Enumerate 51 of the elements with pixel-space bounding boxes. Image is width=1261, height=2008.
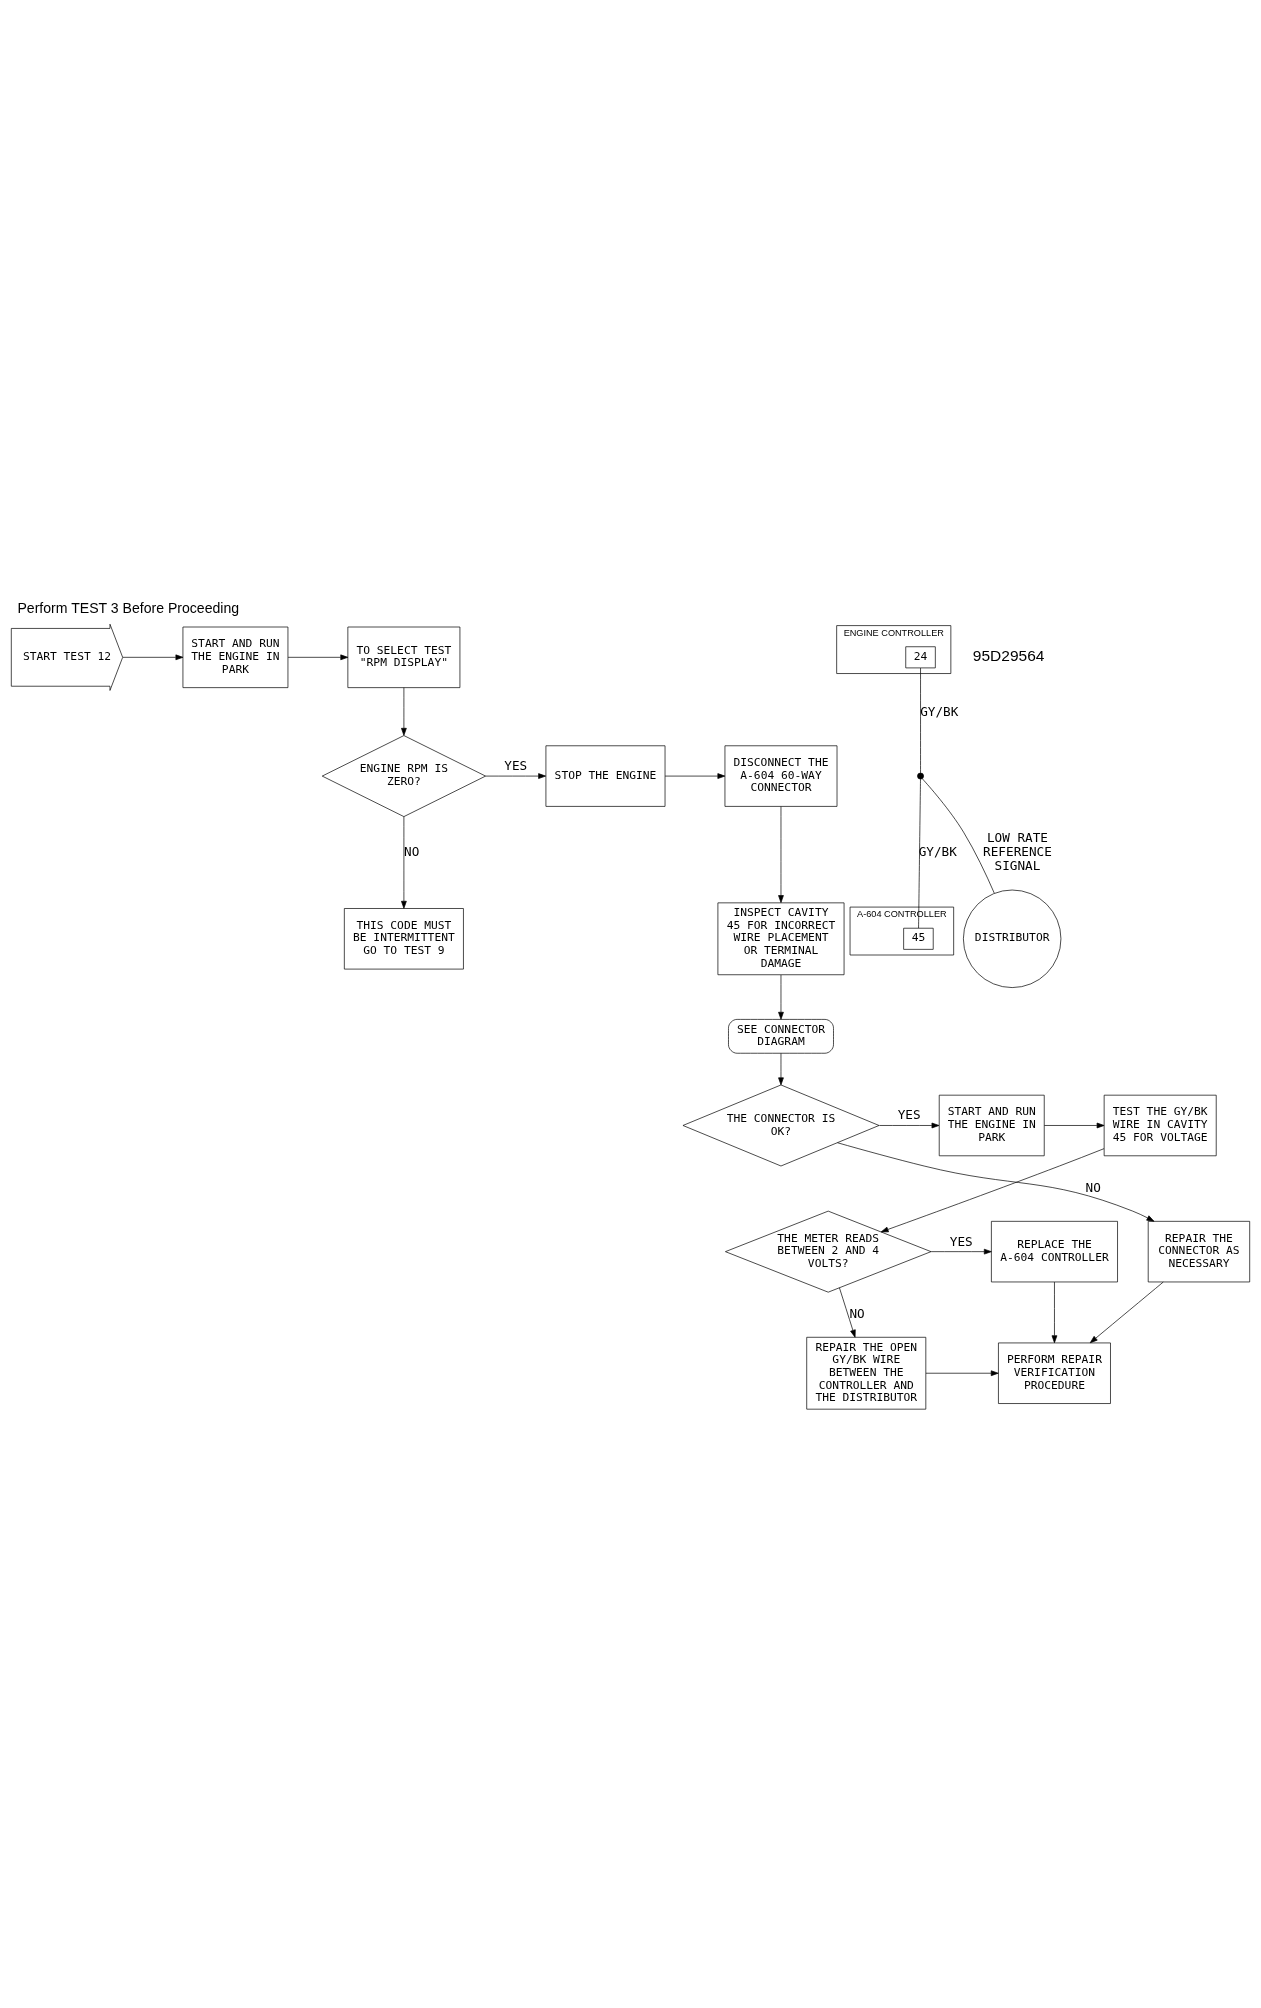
node-box: INSPECT CAVITY 45 FOR INCORRECT WIRE PLACEMENT OR TERMINAL DAMAGE [717,902,845,976]
node-box: 24 [905,646,936,669]
connector [918,778,921,929]
node-box: REPAIR THE CONNECTOR AS NECESSARY [1147,1221,1251,1283]
arrow [930,1248,992,1255]
node-box: STOP THE ENGINE [545,745,666,807]
node-box: REPLACE THE A-604 CONTROLLER [991,1221,1118,1283]
edge-label: YES [949,1233,973,1249]
arrow [880,1148,1105,1233]
node-box: REPAIR THE OPEN GY/BK WIRE BETWEEN THE CONTROLLER AND THE DISTRIBUTOR [806,1336,927,1410]
node-box: TEST THE GY/BK WIRE IN CAVITY 45 FOR VOLTAGE [1103,1094,1217,1157]
node-circle: DISTRIBUTOR [963,889,1062,988]
arrow [778,1053,784,1086]
edge-label: NO [1085,1179,1101,1195]
arrow [122,654,184,661]
node-diamond: THE CONNECTOR IS OK? [682,1084,880,1167]
edge-label: NO [404,844,420,860]
node-box: TO SELECT TEST "RPM DISPLAY" [347,626,461,688]
arrow [839,1287,856,1338]
arrow [1051,1281,1058,1344]
node-box: START AND RUN THE ENGINE IN PARK [182,626,289,688]
node-box: SEE CONNECTOR DIAGRAM [728,1019,834,1054]
arrow [401,816,407,909]
arrow [837,1142,1155,1222]
node-diamond: ENGINE RPM IS ZERO? [321,735,486,817]
connector [920,667,921,774]
arrow [287,654,349,661]
arrow [778,974,784,1020]
diagram-title: Perform TEST 3 Before Proceeding [17,599,240,616]
edge-label: YES [897,1107,921,1123]
connector [922,778,995,894]
node-box: 45 [903,927,934,950]
arrow [878,1122,940,1129]
node-box: PERFORM REPAIR VERIFICATION PROCEDURE [998,1342,1111,1404]
edge-label: LOW RATE REFERENCE SIGNAL [983,830,1052,874]
arrow [485,773,546,779]
edge-label: NO [849,1305,865,1321]
node-box: THIS CODE MUST BE INTERMITTENT GO TO TEST 9 [344,908,464,970]
edge-label: YES [504,758,528,774]
arrow [401,687,407,736]
arrow [778,806,784,903]
label: 95D29564 [972,647,1045,665]
node-diamond: THE METER READS BETWEEN 2 AND 4 VOLTS? [725,1210,932,1293]
node-circle [917,772,924,780]
arrow [925,1370,999,1377]
arrow [1089,1281,1164,1344]
node-box: DISCONNECT THE A-604 60-WAY CONNECTOR [724,745,838,807]
edge-label: GY/BK [920,704,959,720]
arrow [664,773,726,779]
arrow [1044,1122,1105,1129]
node-box: START AND RUN THE ENGINE IN PARK [938,1094,1045,1157]
